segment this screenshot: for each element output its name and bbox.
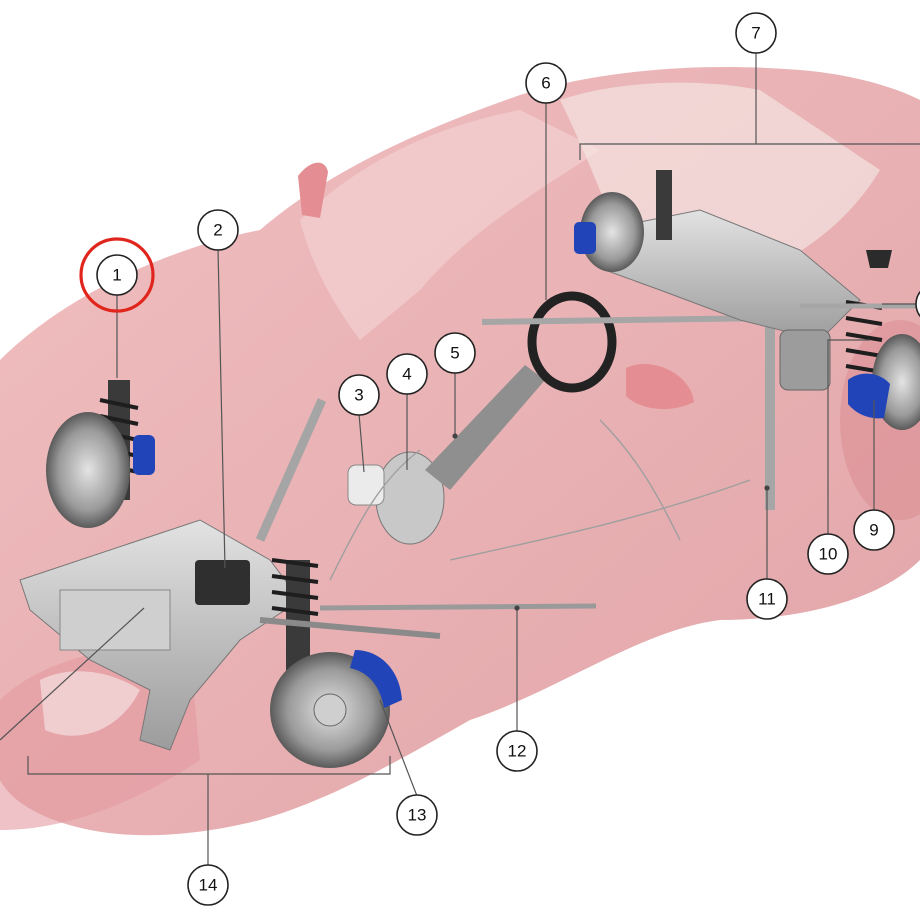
rear-top-mount — [866, 250, 892, 268]
brake-fluid-reservoir — [347, 464, 385, 506]
leader-dot-11 — [764, 485, 770, 491]
rear-caliper-left — [574, 222, 596, 254]
leader-13 — [379, 699, 418, 797]
side-mirror-right — [626, 363, 694, 410]
callout-12-label: 12 — [508, 742, 527, 761]
strut-brace — [255, 398, 327, 542]
callout-2-label: 2 — [213, 221, 222, 240]
headlight — [40, 671, 140, 736]
windshield-frame — [300, 110, 600, 340]
leader-dot-5 — [452, 433, 458, 439]
callout-11: 11 — [746, 578, 788, 620]
callout-3-label: 3 — [354, 386, 363, 405]
callout-14: 14 — [187, 864, 229, 906]
callout-6: 6 — [525, 62, 567, 104]
rear-differential — [779, 329, 831, 391]
callout-8: 8 — [915, 290, 920, 318]
leader-7 — [579, 52, 920, 160]
callout-4: 4 — [386, 353, 428, 395]
callout-1-highlight-ring — [79, 237, 155, 313]
callout-10-label: 10 — [819, 545, 838, 564]
callout-12: 12 — [496, 730, 538, 772]
front-disc-left — [46, 412, 130, 528]
rear-caliper-right — [848, 373, 890, 419]
dash-crossbar — [481, 315, 771, 325]
leader-dot-12 — [514, 605, 520, 611]
callout-2: 2 — [197, 209, 239, 251]
callout-1-label: 1 — [112, 266, 121, 285]
callout-1: 1 — [96, 254, 138, 296]
chassis-components — [19, 170, 920, 768]
leader-10 — [827, 339, 870, 534]
leader-14 — [0, 607, 391, 866]
callout-11-label: 11 — [758, 590, 776, 609]
front-hub-right — [313, 693, 347, 727]
callout-13: 13 — [396, 794, 438, 836]
leader-lines — [0, 52, 920, 866]
callout-3: 3 — [338, 374, 380, 416]
front-control-arm — [259, 617, 441, 639]
callout-9: 9 — [853, 509, 895, 551]
callout-5: 5 — [434, 332, 476, 374]
rear-damper-left — [656, 170, 672, 240]
callout-5-label: 5 — [450, 344, 459, 363]
callout-14-label: 14 — [199, 876, 218, 895]
radiator-support — [59, 589, 171, 651]
rear-disc-left — [580, 192, 644, 272]
front-spring-right — [271, 558, 319, 616]
callout-7-label: 7 — [751, 24, 760, 43]
callout-6-label: 6 — [541, 74, 550, 93]
leader-3 — [358, 413, 365, 473]
steering-wheel — [527, 291, 617, 393]
side-mirror-left — [298, 162, 328, 218]
leader-2 — [217, 248, 226, 569]
callout-10: 10 — [807, 533, 849, 575]
control-unit — [195, 560, 250, 605]
callout-7: 7 — [735, 12, 777, 54]
steering-column — [425, 365, 545, 490]
callout-9-label: 9 — [869, 521, 878, 540]
front-crossmember-bar — [319, 603, 597, 611]
callout-4-label: 4 — [402, 365, 411, 384]
callouts: 1 2 3 4 5 6 7 8 9 10 11 — [79, 12, 920, 906]
front-caliper-left — [133, 435, 155, 475]
callout-13-label: 13 — [408, 806, 427, 825]
front-caliper-right — [350, 650, 402, 708]
